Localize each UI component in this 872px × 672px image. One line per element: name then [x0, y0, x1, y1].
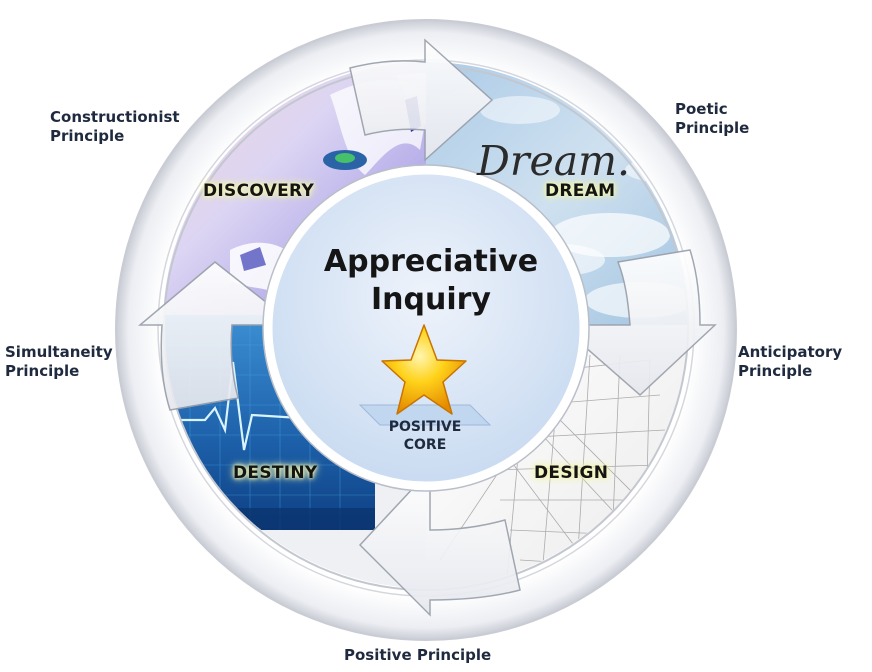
simultaneity-principle-label: Simultaneity Principle [5, 343, 113, 380]
arrow-destiny-to-discovery [137, 261, 298, 411]
arrow-design-to-destiny [358, 468, 521, 617]
dream-script-text: Dream. [477, 137, 631, 185]
positive-principle-label: Positive Principle [344, 646, 492, 664]
phase-label-destiny: DESTINY [233, 463, 318, 483]
phase-label-design: DESIGN [534, 463, 609, 483]
arrow-dream-to-design [558, 249, 717, 397]
center-circle [263, 165, 589, 491]
phase-label-discovery: DISCOVERY [203, 181, 315, 201]
positive-core-label: POSITIVE CORE [388, 419, 462, 453]
constructionist-principle-label: Constructionist Principle [50, 108, 180, 145]
poetic-principle-label: Poetic Principle [675, 100, 750, 137]
star-icon [381, 324, 467, 415]
diagram-title: Appreciative Inquiry [323, 244, 539, 317]
phase-label-dream: DREAM [545, 181, 616, 201]
anticipatory-principle-label: Anticipatory Principle [738, 343, 843, 380]
arrow-discovery-to-dream [349, 38, 494, 162]
